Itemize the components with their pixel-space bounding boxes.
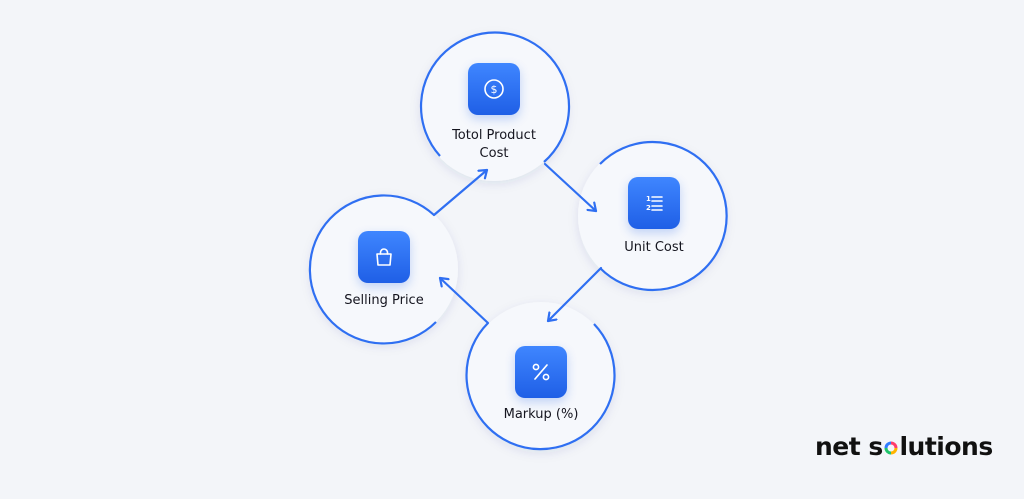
arrow-unit-to-markup [546, 266, 603, 323]
percent-icon [532, 363, 550, 381]
node-label-line-1: Markup (%) [503, 407, 579, 422]
brand-letter-o: o [883, 432, 900, 461]
dollar-coin-icon: $ [484, 79, 504, 99]
node-label-line-1: Selling Price [344, 293, 424, 308]
arrow-selling-to-total [432, 168, 489, 217]
arrow-markup-to-selling [438, 276, 490, 325]
node-arc-unit-cost [599, 140, 728, 292]
node-label-total-product-cost: Totol Product Cost [414, 127, 574, 163]
node-label-selling-price: Selling Price [304, 292, 464, 310]
brand-ring-icon [884, 441, 898, 455]
node-label-line-1: Unit Cost [624, 240, 684, 255]
brand-logo: net solutions [815, 432, 993, 461]
node-tile-total-product-cost: $ [468, 63, 520, 115]
numbered-list-icon: 1 2 [646, 195, 663, 212]
svg-text:$: $ [491, 83, 498, 96]
node-tile-selling-price [358, 231, 410, 283]
node-arc-markup [465, 322, 616, 451]
node-tile-unit-cost: 1 2 [628, 177, 680, 229]
node-label-unit-cost: Unit Cost [574, 239, 734, 257]
node-label-line-2: Cost [479, 146, 509, 161]
shopping-bag-icon [376, 248, 392, 266]
node-label-line-1: Totol Product [452, 128, 536, 143]
svg-text:2: 2 [646, 204, 651, 212]
brand-text-end: lutions [899, 432, 993, 461]
node-label-markup: Markup (%) [461, 406, 621, 424]
svg-text:1: 1 [646, 195, 651, 203]
node-arc-selling-price [308, 194, 437, 345]
brand-text-start: net s [815, 432, 883, 461]
node-tile-markup [515, 346, 567, 398]
arrow-total-to-unit [543, 162, 598, 213]
node-arc-total-product-cost [419, 31, 571, 163]
